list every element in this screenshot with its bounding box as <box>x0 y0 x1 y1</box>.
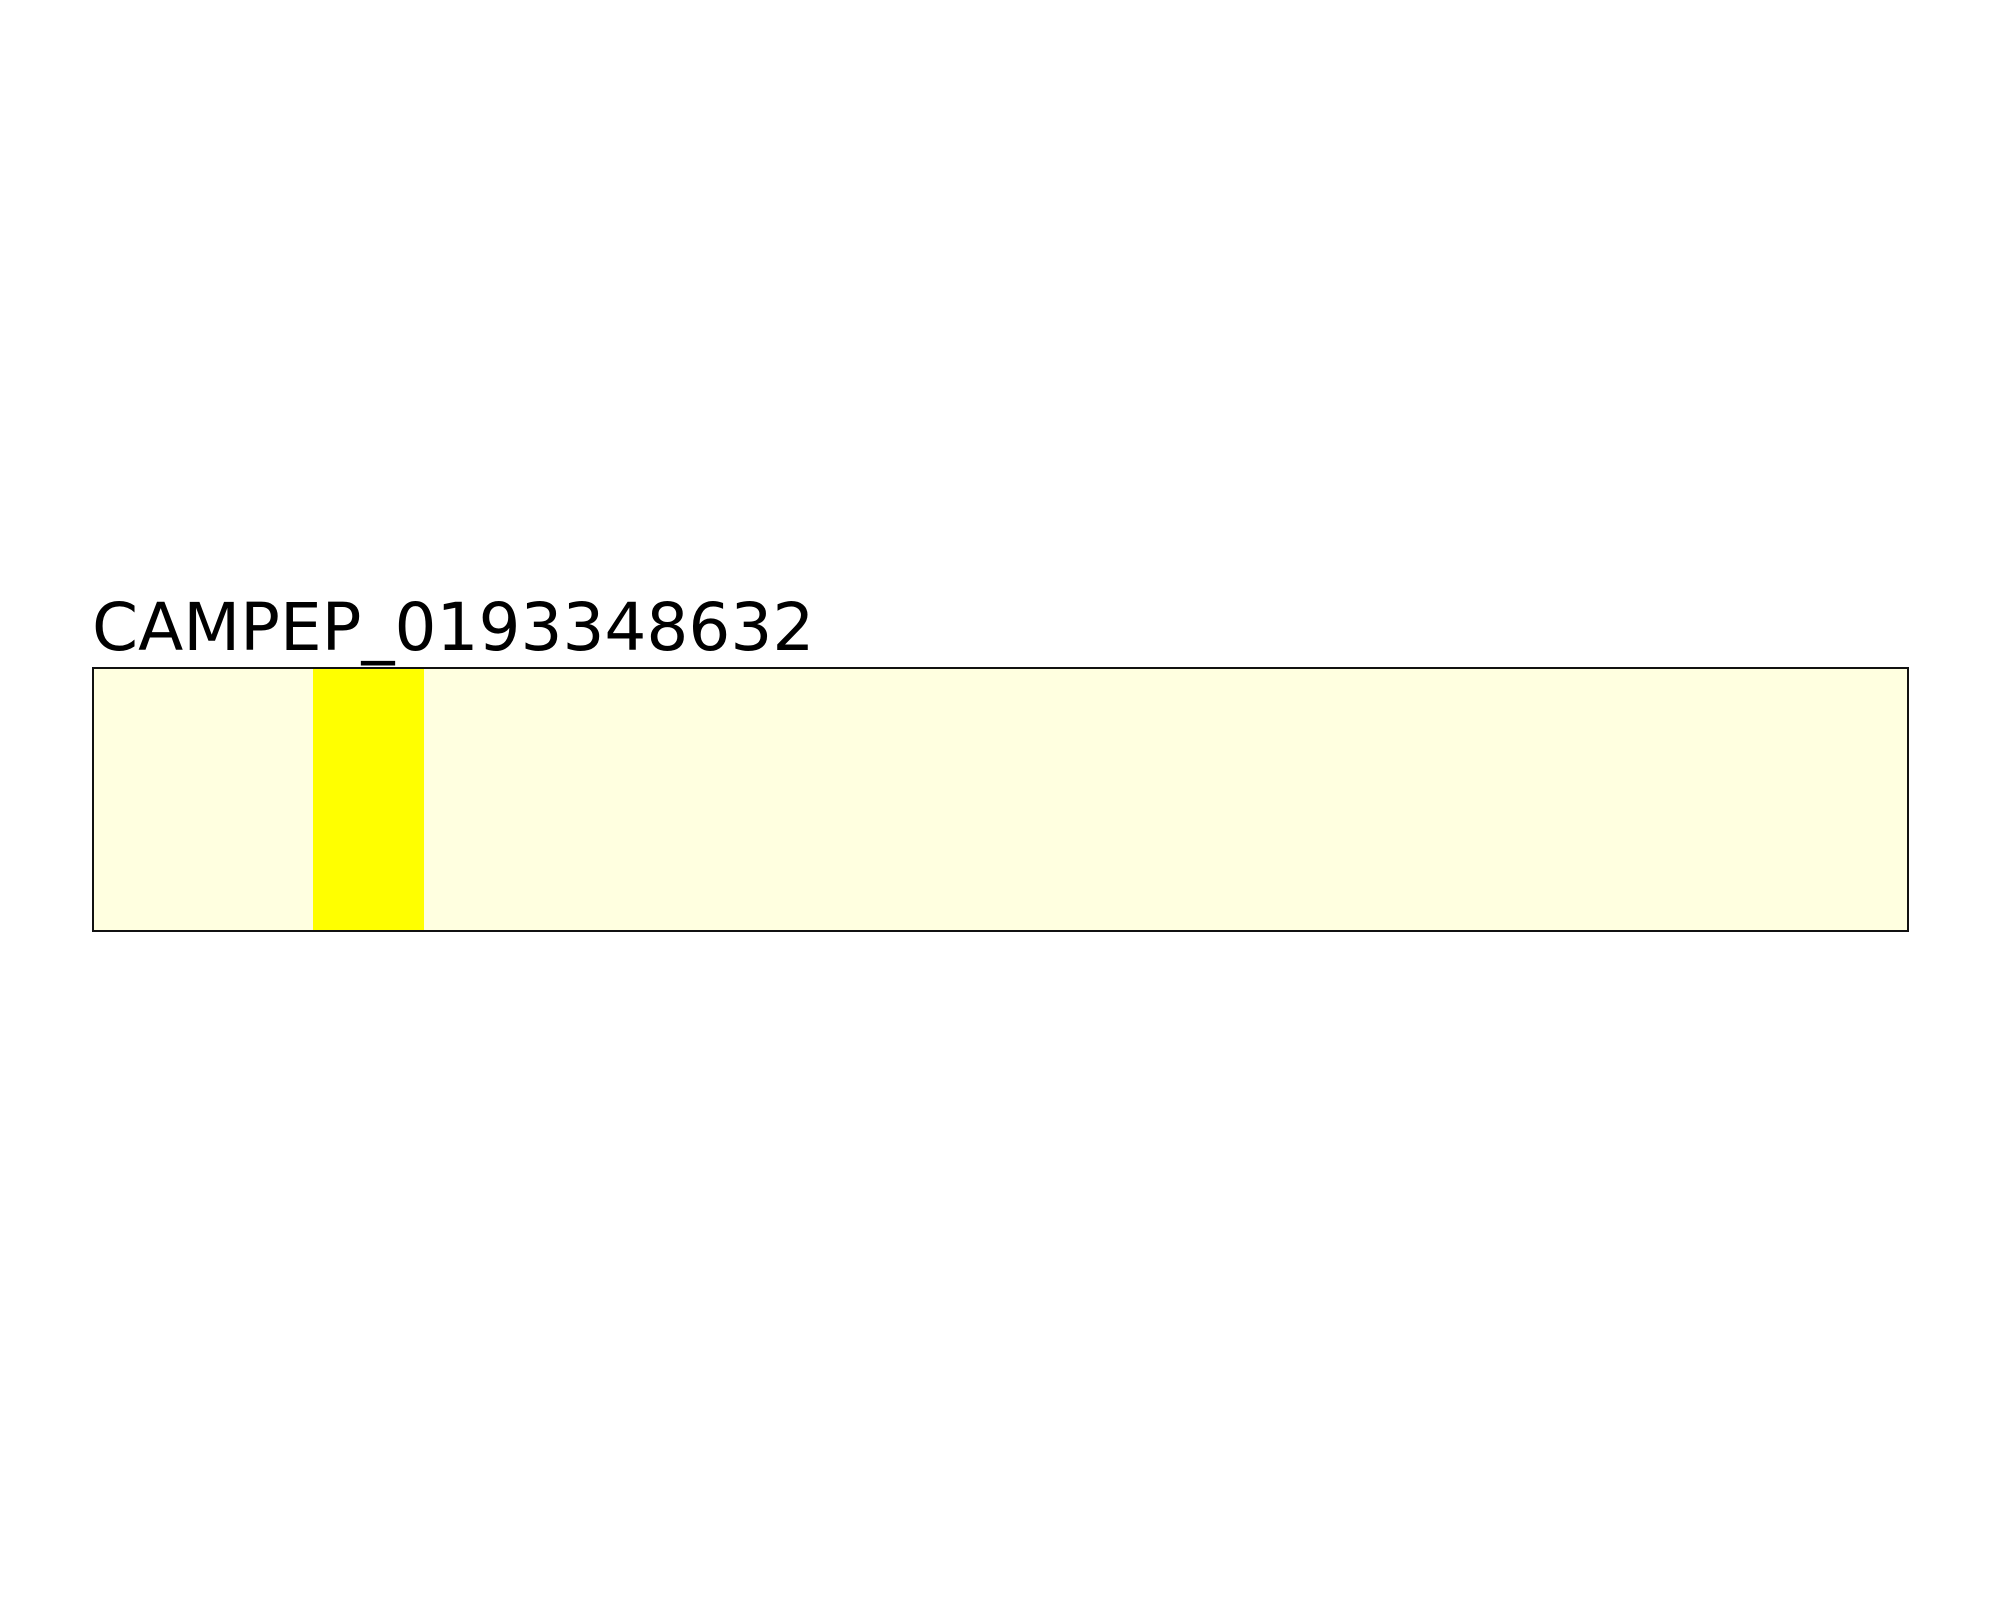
highlight-region <box>313 669 424 930</box>
sequence-track <box>92 667 1909 932</box>
sequence-title: CAMPEP_0193348632 <box>92 589 815 666</box>
